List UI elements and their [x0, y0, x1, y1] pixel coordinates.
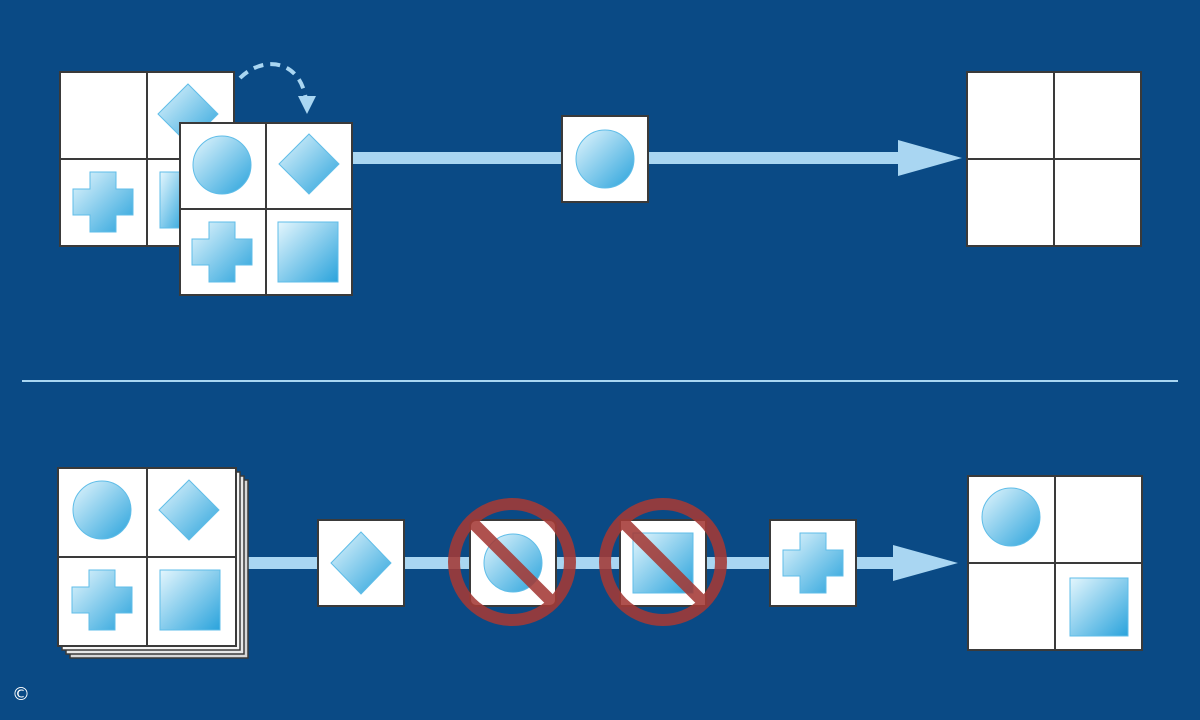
square-icon	[277, 221, 339, 283]
plus-icon	[782, 532, 844, 594]
plus-icon	[191, 221, 253, 283]
swap-dashed-arrowhead	[298, 96, 316, 114]
top-target-grid	[966, 71, 1142, 247]
diamond-icon	[158, 479, 220, 541]
plus-icon	[71, 569, 133, 631]
bottom-packet-circle-blocked	[448, 498, 576, 626]
copyright-mark: ©	[12, 684, 30, 705]
prohibition-icon	[448, 498, 576, 626]
circle-icon	[981, 487, 1041, 547]
circle-icon	[72, 480, 132, 540]
bottom-panel	[57, 467, 1143, 659]
plus-icon	[72, 171, 134, 233]
circle-icon	[575, 129, 635, 189]
bottom-target-grid	[967, 475, 1143, 651]
top-panel	[59, 62, 1142, 296]
bottom-packet-plus	[769, 519, 857, 607]
diamond-icon	[330, 531, 392, 595]
top-arrowhead	[898, 140, 962, 176]
square-icon	[1069, 577, 1129, 637]
circle-icon	[192, 135, 252, 195]
bottom-source-stack	[57, 467, 249, 659]
swap-dashed-arrow	[238, 62, 308, 101]
bottom-arrowhead	[893, 545, 958, 581]
diamond-icon	[278, 133, 340, 195]
prohibition-icon	[599, 498, 727, 626]
bottom-packet-diamond	[317, 519, 405, 607]
square-icon	[159, 569, 221, 631]
top-packet	[561, 115, 649, 203]
top-source-grid-front	[179, 122, 353, 296]
bottom-packet-square-blocked	[599, 498, 727, 626]
